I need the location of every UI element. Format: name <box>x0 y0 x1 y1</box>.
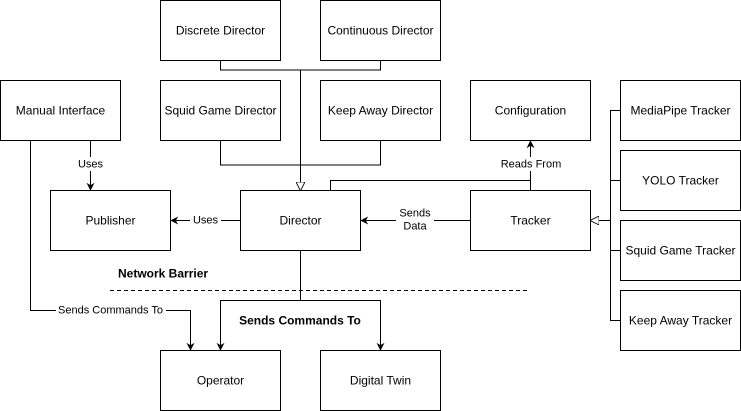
node-tracker-label: Tracker <box>510 214 550 228</box>
node-director: Director <box>240 190 361 251</box>
node-publisher: Publisher <box>50 190 171 251</box>
node-continuous-director-label: Continuous Director <box>327 24 433 38</box>
node-squid-game-director: Squid Game Director <box>160 80 281 141</box>
node-discrete-director: Discrete Director <box>160 0 281 61</box>
edge-label-manual-sends-commands: Sends Commands To <box>58 305 163 317</box>
edge-director-to-digital-twin <box>300 300 385 351</box>
node-configuration-label: Configuration <box>495 104 566 118</box>
node-manual-interface-label: Manual Interface <box>16 104 106 118</box>
node-keep-away-director-label: Keep Away Director <box>328 104 433 118</box>
edge-label-sends-data-line2: Data <box>403 221 427 233</box>
node-operator-label: Operator <box>197 374 244 388</box>
node-operator: Operator <box>160 350 281 411</box>
node-yolo-tracker: YOLO Tracker <box>620 150 741 211</box>
node-director-label: Director <box>279 214 321 228</box>
node-keep-away-tracker: Keep Away Tracker <box>620 290 741 351</box>
node-mediapipe-tracker-label: MediaPipe Tracker <box>630 104 730 118</box>
node-squid-game-tracker: Squid Game Tracker <box>620 220 741 281</box>
node-continuous-director: Continuous Director <box>320 0 441 61</box>
node-digital-twin-label: Digital Twin <box>350 374 411 388</box>
node-publisher-label: Publisher <box>85 214 135 228</box>
edge-trackers-bracket <box>610 110 620 321</box>
node-yolo-tracker-label: YOLO Tracker <box>642 174 719 188</box>
node-keep-away-tracker-label: Keep Away Tracker <box>629 314 732 328</box>
node-mediapipe-tracker: MediaPipe Tracker <box>620 80 741 141</box>
node-tracker: Tracker <box>470 190 591 251</box>
node-digital-twin: Digital Twin <box>320 350 441 411</box>
node-discrete-director-label: Discrete Director <box>176 24 265 38</box>
node-keep-away-director: Keep Away Director <box>320 80 441 141</box>
edge-label-sends-data-line1: Sends <box>399 208 431 220</box>
network-barrier-label: Network Barrier <box>118 267 208 281</box>
node-squid-game-director-label: Squid Game Director <box>164 104 276 118</box>
edge-label-director-sends-commands: Sends Commands To <box>239 314 361 328</box>
node-configuration: Configuration <box>470 80 591 141</box>
node-manual-interface: Manual Interface <box>0 80 121 141</box>
edge-continuous-to-director <box>300 60 381 71</box>
edge-keepaway-director-to-director <box>300 140 381 166</box>
edge-squid-director-to-director <box>220 140 301 166</box>
edge-director-to-operator <box>216 300 301 351</box>
edge-discrete-to-director <box>220 60 301 190</box>
edge-director-to-config-line <box>330 180 531 190</box>
edge-label-manual-uses: Uses <box>78 159 104 171</box>
edge-label-reads-from: Reads From <box>501 159 562 171</box>
edge-label-director-uses: Uses <box>193 215 219 227</box>
node-squid-game-tracker-label: Squid Game Tracker <box>625 244 735 258</box>
